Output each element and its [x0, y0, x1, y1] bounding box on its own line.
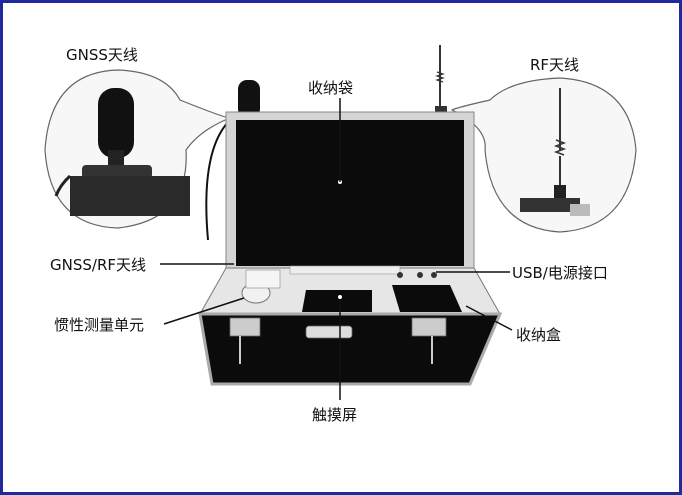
label-storage-bag: 收纳袋: [308, 79, 354, 97]
label-usb-power-port: USB/电源接口: [512, 264, 608, 282]
label-rf-antenna: RF天线: [530, 56, 580, 74]
leader-lines: [160, 98, 513, 400]
label-gnss-antenna: GNSS天线: [66, 46, 138, 64]
label-gnss-rf-antenna: GNSS/RF天线: [50, 256, 146, 274]
label-storage-box: 收纳盒: [516, 326, 562, 344]
label-imu: 惯性测量单元: [54, 316, 145, 334]
gnss-zoom-bubble: [44, 69, 231, 229]
touch-screen-panel: [302, 290, 372, 312]
rf-zoom-bubble: [450, 77, 637, 233]
storage-box-panel: [392, 285, 462, 312]
storage-bag-panel: [236, 120, 464, 266]
label-touch-screen: 触摸屏: [312, 406, 358, 424]
gnss-antenna-mini: [238, 80, 260, 118]
